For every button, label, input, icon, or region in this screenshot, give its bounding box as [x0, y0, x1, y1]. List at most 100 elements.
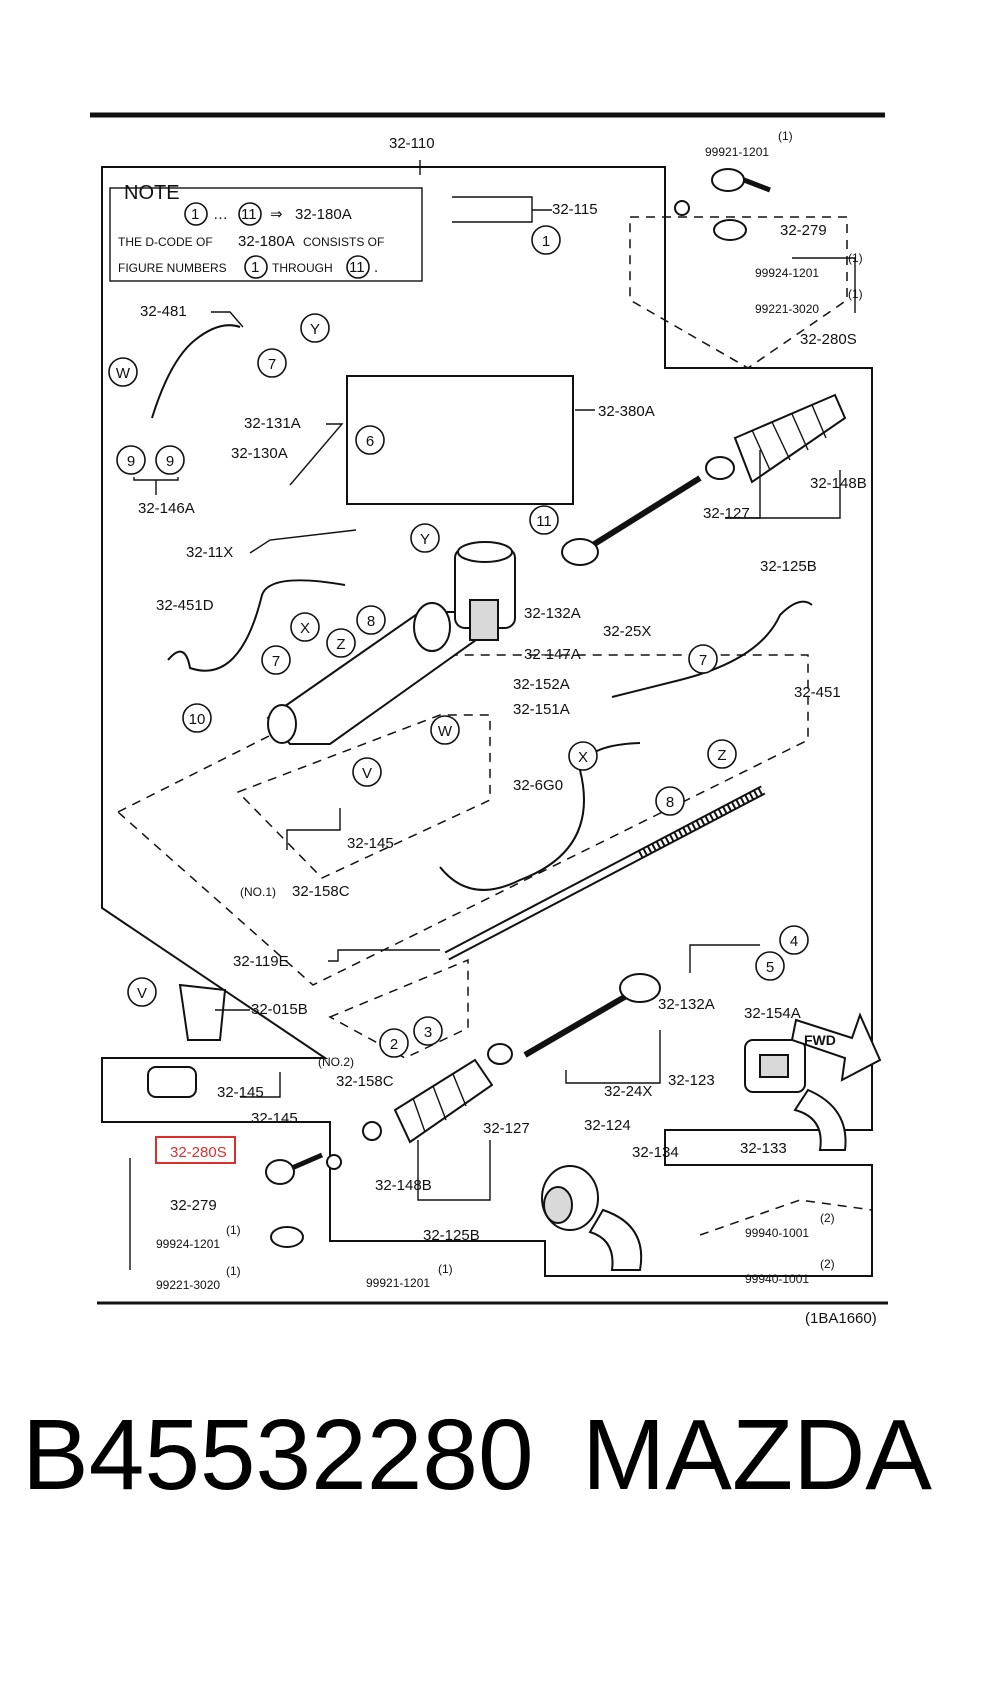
- tie-rod-end-left: [265, 1152, 342, 1248]
- leader-lines: [129, 160, 856, 1270]
- pipe-32-451: [611, 600, 813, 698]
- label-32-11X: 32-11X: [186, 544, 233, 561]
- note-range-to: 11: [241, 206, 257, 223]
- label-32-134: 32-134: [632, 1144, 679, 1161]
- callout-circle: [355, 425, 385, 455]
- callout-circle: [430, 715, 460, 745]
- svg-text:(1): (1): [778, 129, 793, 143]
- callout-label: 3: [424, 1024, 432, 1041]
- label-32-110: 32-110: [389, 135, 435, 152]
- svg-text:11: 11: [349, 259, 365, 276]
- callout-circle: [413, 1016, 443, 1046]
- svg-text:(1): (1): [848, 251, 863, 265]
- label-32-123: 32-123: [668, 1072, 715, 1089]
- callout-circle: [568, 741, 598, 771]
- bracket-32-134: [588, 1208, 643, 1271]
- label-32-133: 32-133: [740, 1140, 787, 1157]
- svg-text:(1): (1): [848, 287, 863, 301]
- label-32-127-upper: 32-127: [703, 505, 750, 522]
- label-32-148B-upper: 32-148B: [810, 475, 867, 492]
- callout-label: W: [438, 723, 453, 740]
- label-32-154A: 32-154A: [744, 1005, 801, 1022]
- callout-label: Z: [717, 747, 726, 764]
- callout-label: 7: [699, 652, 707, 669]
- label-32-158C-no2: 32-158C: [336, 1073, 394, 1090]
- valve-kit-box: [346, 375, 574, 505]
- callout-label: 8: [367, 613, 375, 630]
- label-32-152A: 32-152A: [513, 676, 570, 693]
- tie-rod-end-right-outline: [629, 216, 848, 369]
- pipe-32-451D: [167, 579, 346, 672]
- bracket-32-133: [793, 1088, 847, 1151]
- note-line2-b: 32-180A: [238, 233, 295, 250]
- note-line2-c: CONSISTS OF: [303, 235, 384, 249]
- pipe-32-481: [151, 324, 241, 419]
- label-32-145-c: 32-145: [251, 1110, 298, 1127]
- callout-circle: [326, 628, 356, 658]
- highlighted-part-32-280S[interactable]: 32-280S: [155, 1136, 236, 1164]
- callout-circle: [688, 644, 718, 674]
- label-99221-3020-left: 99221-3020: [156, 1278, 220, 1292]
- label-32-127-lower: 32-127: [483, 1120, 530, 1137]
- bushing-outline: [328, 958, 469, 1059]
- nut-dashed-right: [699, 1199, 873, 1236]
- svg-text:(1): (1): [226, 1264, 241, 1278]
- label-32-279-left: 32-279: [170, 1197, 217, 1214]
- inner-tie-rod-upper: [561, 475, 702, 566]
- label-99921-1201-left: 99921-1201: [366, 1276, 430, 1290]
- svg-text:(1): (1): [438, 1262, 453, 1276]
- ref-code: (1BA1660): [805, 1310, 877, 1327]
- callout-label: 9: [127, 453, 135, 470]
- callout-label: 8: [666, 794, 674, 811]
- svg-text:1: 1: [251, 259, 259, 276]
- callout-label: 6: [366, 433, 374, 450]
- label-32-119E: 32-119E: [233, 953, 289, 970]
- note-target: 32-180A: [295, 206, 352, 223]
- svg-text:…: …: [213, 206, 228, 223]
- label-32-124: 32-124: [584, 1117, 631, 1134]
- svg-text:(1): (1): [226, 1223, 241, 1237]
- callout-label: 9: [166, 453, 174, 470]
- highlighted-label: 32-280S: [170, 1144, 227, 1161]
- clamp-32-158C: [147, 1066, 197, 1098]
- label-99940-1001-a: 99940-1001: [745, 1226, 809, 1240]
- callout-circle: [108, 357, 138, 387]
- bracket-outline: [236, 714, 491, 879]
- callout-circle: [182, 703, 212, 733]
- label-32-115: 32-115: [552, 201, 598, 218]
- label-32-125B-lower: 32-125B: [423, 1227, 480, 1244]
- callout-circle: [261, 645, 291, 675]
- label-32-130A: 32-130A: [231, 445, 288, 462]
- label-32-145-a: 32-145: [347, 835, 394, 852]
- callout-label: V: [137, 985, 147, 1002]
- label-32-147A: 32-147A: [524, 646, 581, 663]
- label-32-132A-lower: 32-132A: [658, 996, 715, 1013]
- label-32-151A: 32-151A: [513, 701, 570, 718]
- callout-circle: [779, 925, 809, 955]
- label-99221-3020-right: 99221-3020: [755, 302, 819, 316]
- callout-circle: [155, 445, 185, 475]
- label-32-146A: 32-146A: [138, 500, 195, 517]
- callout-label: X: [300, 620, 310, 637]
- part-labels: 32-110 32-115 32-481 32-131A 32-130A 32-…: [138, 135, 867, 1292]
- label-32-6G0: 32-6G0: [513, 777, 563, 794]
- footer-caption: B45532280 MAZDA: [22, 1395, 972, 1515]
- mount-bushing-32-124: [541, 1165, 599, 1231]
- callout-label: W: [116, 365, 131, 382]
- label-32-380A: 32-380A: [598, 403, 655, 420]
- label-32-131A: 32-131A: [244, 415, 301, 432]
- steering-gear-housing: [266, 541, 516, 745]
- qty-labels: (1) (1) (1) (2) (2) (1) (1) (1): [226, 129, 863, 1278]
- steering-rack: [444, 785, 766, 961]
- callout-label: Y: [420, 531, 430, 548]
- label-99940-1001-b: 99940-1001: [745, 1272, 809, 1286]
- callout-circle: [300, 313, 330, 343]
- callout-circle: [707, 739, 737, 769]
- callout-circle: [531, 225, 561, 255]
- svg-text:(2): (2): [820, 1257, 835, 1271]
- callout-label: 10: [189, 711, 206, 728]
- note-line3-b: THROUGH: [272, 261, 333, 275]
- callout-label: 7: [272, 653, 280, 670]
- label-32-145-b: 32-145: [217, 1084, 264, 1101]
